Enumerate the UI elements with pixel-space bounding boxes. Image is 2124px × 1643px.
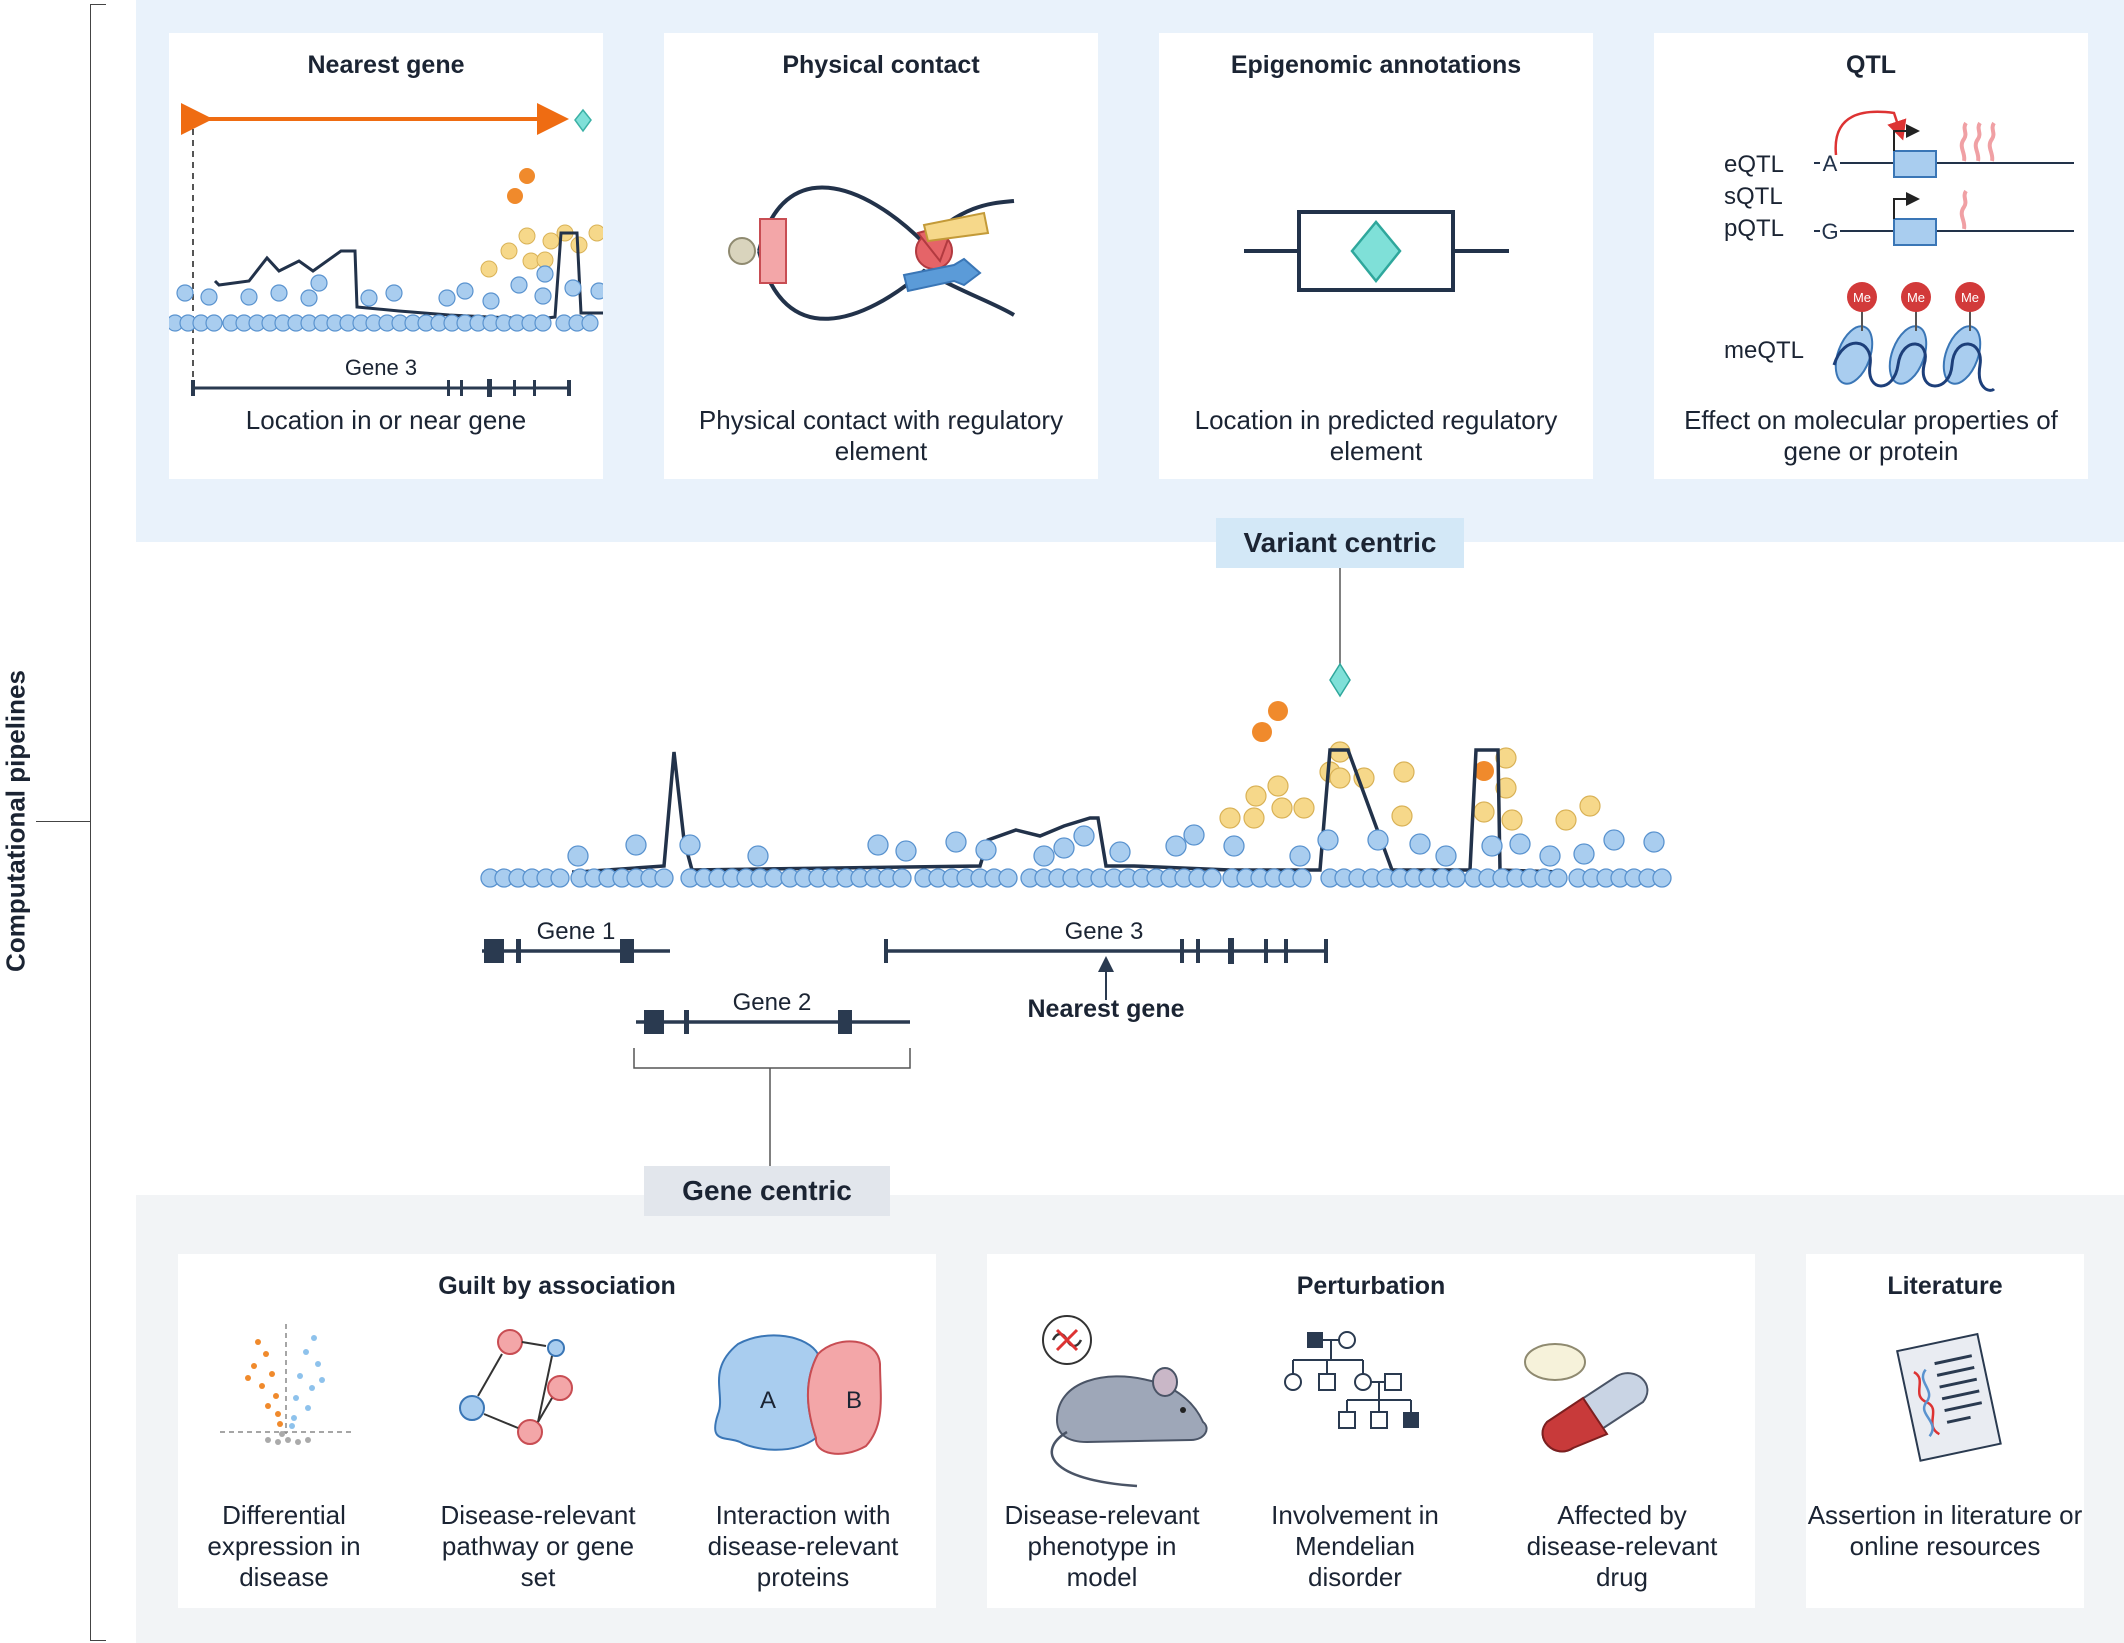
item-caption: Disease-relevant pathway or gene set bbox=[440, 1500, 636, 1592]
card-perturbation: Perturbation bbox=[987, 1254, 1755, 1608]
gene-centric-label: Gene centric bbox=[644, 1166, 890, 1216]
chromatin-bead bbox=[764, 868, 784, 888]
allele-a: A bbox=[1823, 151, 1838, 176]
chromatin-bead bbox=[1446, 868, 1466, 888]
qtl-labels: eQTL sQTL pQTL bbox=[1724, 149, 1784, 245]
card-caption: Physical contact with regulatory element bbox=[698, 405, 1064, 466]
card-caption: Location in or near gene bbox=[245, 405, 527, 435]
gene2-label: Gene 2 bbox=[733, 989, 812, 1016]
item-caption: Assertion in literature or online resour… bbox=[1807, 1500, 2083, 1561]
pedigree-icon bbox=[1284, 1331, 1419, 1429]
protein-interaction-icon: A B bbox=[714, 1334, 882, 1455]
chromatin-loop-illustration bbox=[728, 185, 1016, 321]
card-literature: Literature Assertion in literature or on… bbox=[1806, 1254, 2084, 1608]
protein-b-label: B bbox=[846, 1387, 862, 1414]
chromatin-bead bbox=[998, 868, 1018, 888]
item-caption: Involvement in Mendelian disorder bbox=[1271, 1500, 1439, 1592]
qtl-illustration: A G Me Me Me bbox=[1814, 110, 2074, 392]
me-label: Me bbox=[1907, 290, 1925, 305]
meqtl-label: meQTL bbox=[1724, 337, 1805, 364]
variant-centric-label: Variant centric bbox=[1216, 518, 1464, 568]
guilt-icons: A B bbox=[220, 1324, 882, 1455]
regulatory-element-illustration bbox=[1244, 210, 1509, 292]
item-caption: Affected by disease-relevant drug bbox=[1526, 1500, 1718, 1592]
card-caption: Location in predicted regulatory element bbox=[1194, 405, 1558, 466]
item-caption: Differential expression in disease bbox=[207, 1500, 361, 1592]
card-epigenomic: Epigenomic annotations Location in predi… bbox=[1159, 33, 1593, 479]
chromatin-bead bbox=[1292, 868, 1312, 888]
item-caption: Interaction with disease-relevant protei… bbox=[707, 1500, 899, 1592]
chromatin-bead bbox=[1202, 868, 1222, 888]
me-label: Me bbox=[1853, 290, 1871, 305]
eqtl-label: eQTL bbox=[1724, 151, 1785, 178]
item-caption: Disease-relevant phenotype in model bbox=[1004, 1500, 1200, 1592]
chromatin-bead bbox=[654, 868, 674, 888]
nearest-gene-illustration: Gene 3 bbox=[169, 103, 603, 397]
chromatin-bead bbox=[892, 868, 912, 888]
card-title: Physical contact bbox=[782, 51, 980, 79]
card-caption: Effect on molecular properties of gene o… bbox=[1684, 405, 2058, 466]
gene3-locus-label: Gene 3 bbox=[1065, 918, 1144, 945]
document-icon bbox=[1896, 1332, 2002, 1462]
sqtl-label: sQTL bbox=[1724, 183, 1783, 210]
perturbation-icons bbox=[1042, 1315, 1649, 1488]
pathway-icon bbox=[459, 1329, 573, 1445]
card-title: Guilt by association bbox=[438, 1272, 676, 1300]
gene1-label: Gene 1 bbox=[537, 918, 616, 945]
chromatin-bead bbox=[1548, 868, 1568, 888]
card-title: QTL bbox=[1846, 51, 1896, 79]
allele-g: G bbox=[1821, 219, 1838, 244]
chromatin-bead bbox=[1652, 868, 1672, 888]
card-physical-contact: Physical contact Physical contact with r… bbox=[664, 33, 1098, 479]
nearest-gene-label: Nearest gene bbox=[1027, 995, 1184, 1023]
drug-icon bbox=[1524, 1343, 1649, 1453]
card-title: Epigenomic annotations bbox=[1230, 51, 1522, 79]
mouse-icon bbox=[1042, 1315, 1208, 1488]
card-qtl: QTL eQTL sQTL pQTL meQTL A G bbox=[1654, 33, 2088, 479]
pipeline-bracket bbox=[90, 4, 91, 1641]
bracket-bottom-tick bbox=[90, 1640, 106, 1641]
card-title: Perturbation bbox=[1296, 1272, 1446, 1300]
me-label: Me bbox=[1961, 290, 1979, 305]
pqtl-label: pQTL bbox=[1724, 215, 1785, 242]
card-nearest-gene: Nearest gene bbox=[169, 33, 603, 479]
bracket-top-tick bbox=[90, 4, 106, 5]
card-title: Nearest gene bbox=[307, 51, 465, 79]
gene3-label: Gene 3 bbox=[345, 355, 417, 380]
nucleosome-group: Me Me Me bbox=[1832, 282, 1996, 392]
volcano-plot-icon bbox=[220, 1324, 352, 1445]
protein-a-label: A bbox=[760, 1387, 776, 1414]
bracket-mid-tick bbox=[36, 821, 90, 822]
card-title: Literature bbox=[1887, 1272, 2003, 1300]
card-guilt-by-association: Guilt by association A B Differential ex… bbox=[178, 1254, 936, 1608]
chromatin-bead bbox=[550, 868, 570, 888]
